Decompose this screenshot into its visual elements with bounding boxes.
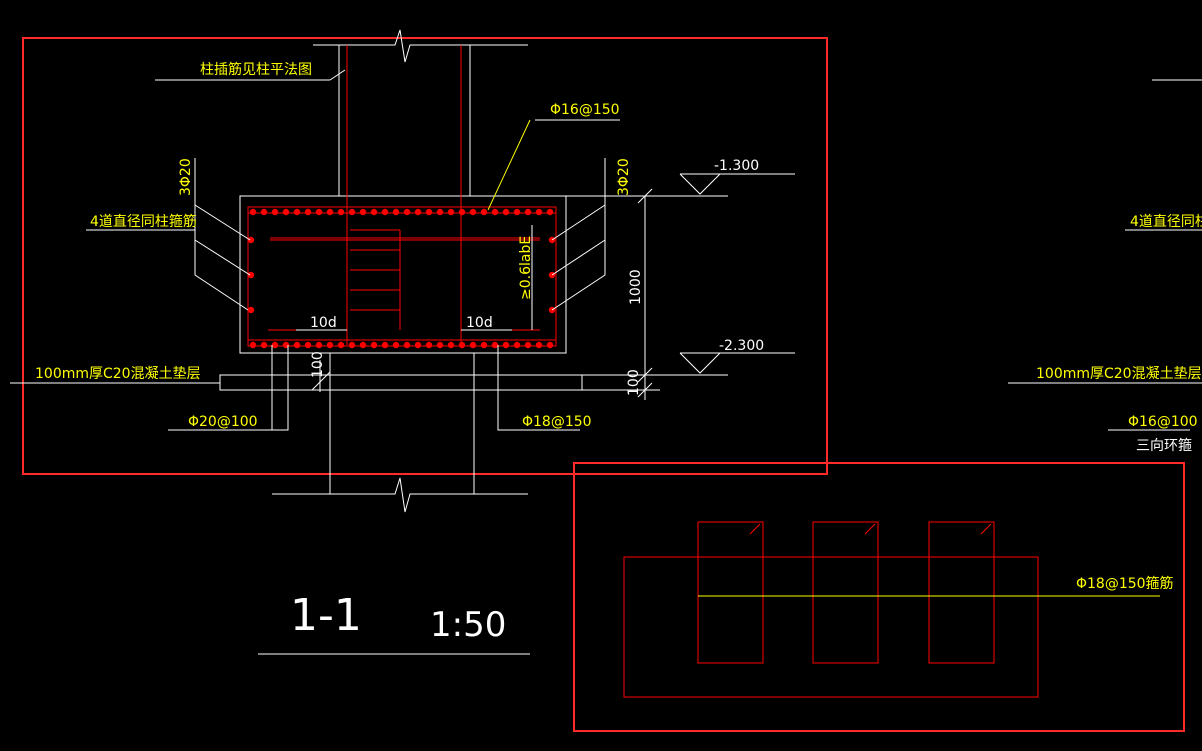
rebar-dot <box>436 341 444 349</box>
column-note-label: 柱插筋见柱平法图 <box>200 61 312 78</box>
rebar-dot <box>469 341 477 349</box>
rebar-dot <box>458 208 466 216</box>
rebar-dot <box>304 208 312 216</box>
rebar-dot <box>447 208 455 216</box>
rebar-dot <box>524 341 532 349</box>
rebar-dot <box>337 341 345 349</box>
rebar-dot <box>337 208 345 216</box>
section-id: 1-1 <box>290 590 362 641</box>
dev-right-label: 10d <box>466 315 493 331</box>
dim-height-label: 1000 <box>628 269 644 305</box>
selection-frame-plan[interactable] <box>573 462 1185 732</box>
right-hoop-label: 三向环箍 <box>1136 437 1192 454</box>
plan-bar-label: Φ18@150箍筋 <box>1076 575 1174 592</box>
rebar-dot <box>315 208 323 216</box>
rebar-dot <box>502 208 510 216</box>
dev-left-label: 10d <box>310 315 337 331</box>
rebar-dot <box>249 208 257 216</box>
rebar-dot <box>359 208 367 216</box>
rebar-dot <box>348 208 356 216</box>
rebar-dot <box>491 208 499 216</box>
anchor-dim <box>296 225 533 331</box>
rebar-dot <box>414 341 422 349</box>
rebar-dot <box>535 208 543 216</box>
rebar-dot <box>524 208 532 216</box>
anchor-length-label: ≥0.6labE <box>518 236 534 300</box>
column-lower <box>272 353 528 513</box>
rebar-dot <box>381 341 389 349</box>
leader-top-bar <box>487 119 531 211</box>
rebar-dot <box>326 208 334 216</box>
pad-note-left: 100mm厚C20混凝土垫层 <box>35 366 201 382</box>
rebar-dot <box>304 341 312 349</box>
rebar-dot <box>425 341 433 349</box>
rebar-dot <box>535 341 543 349</box>
rebar-dot <box>315 341 323 349</box>
rebar-dot <box>260 341 268 349</box>
rebar-dot <box>458 341 466 349</box>
selection-frame-section[interactable] <box>22 37 828 475</box>
rebar-dot <box>546 341 554 349</box>
rebar-dot <box>480 341 488 349</box>
rebar-dot <box>425 208 433 216</box>
stirrup-note-right: 4道直径同柱箍筋 <box>1130 213 1202 230</box>
rebar-dot <box>271 208 279 216</box>
rebar-dot <box>469 208 477 216</box>
dim-pad-vertical-label: 100 <box>310 351 326 378</box>
rebar-dot <box>480 208 488 216</box>
mid-bar-label: Φ18@150 <box>522 414 592 430</box>
rebar-dot <box>348 341 356 349</box>
bottom-bar-label: Φ20@100 <box>188 414 258 430</box>
rebar-dot <box>513 341 521 349</box>
blinding-pad <box>219 374 583 391</box>
rebar-dot <box>502 341 510 349</box>
leader-lines <box>10 69 620 431</box>
right-partial-leaders <box>1008 79 1202 431</box>
rebar-dot <box>403 341 411 349</box>
rebar-dot <box>247 306 255 314</box>
rebar-dot <box>513 208 521 216</box>
rebar-dot <box>293 208 301 216</box>
left-side-bar-label: 3Φ20 <box>178 158 194 196</box>
rebar-dot <box>414 208 422 216</box>
rebar-dots <box>247 208 556 349</box>
stirrup-note-left: 4道直径同柱箍筋 <box>90 213 197 230</box>
plan-view <box>623 521 1039 698</box>
pad-note-right: 100mm厚C20混凝土垫层 <box>1036 366 1202 382</box>
rebar-dot <box>546 208 554 216</box>
rebar-dot <box>260 208 268 216</box>
rebar-dot <box>249 341 257 349</box>
elevation-markers <box>311 173 795 400</box>
rebar-dot <box>403 208 411 216</box>
rebar-dot <box>359 341 367 349</box>
rebar-dot <box>370 341 378 349</box>
rebar-dot <box>381 208 389 216</box>
pile-cap-outline <box>239 195 567 354</box>
rebar-dot <box>247 271 255 279</box>
right-bar-label: Φ16@100 <box>1128 414 1198 430</box>
rebar-dot <box>282 208 290 216</box>
rebar-dot <box>447 341 455 349</box>
elev-bottom-label: -2.300 <box>719 338 764 354</box>
top-bar-label: Φ16@150 <box>550 102 620 118</box>
scale-label: 1:50 <box>430 605 506 645</box>
dim-pad-label: 100 <box>626 369 642 396</box>
rebar-dot <box>293 341 301 349</box>
rebar-dot <box>436 208 444 216</box>
rebar-dot <box>326 341 334 349</box>
column-upper <box>313 29 528 196</box>
rebar-dot <box>491 341 499 349</box>
right-side-bar-label: 3Φ20 <box>616 158 632 196</box>
elev-top-label: -1.300 <box>714 158 759 174</box>
rebar-dot <box>271 341 279 349</box>
rebar-dot <box>370 208 378 216</box>
rebar-dot <box>247 236 255 244</box>
rebar-dot <box>392 341 400 349</box>
rebar-dot <box>392 208 400 216</box>
